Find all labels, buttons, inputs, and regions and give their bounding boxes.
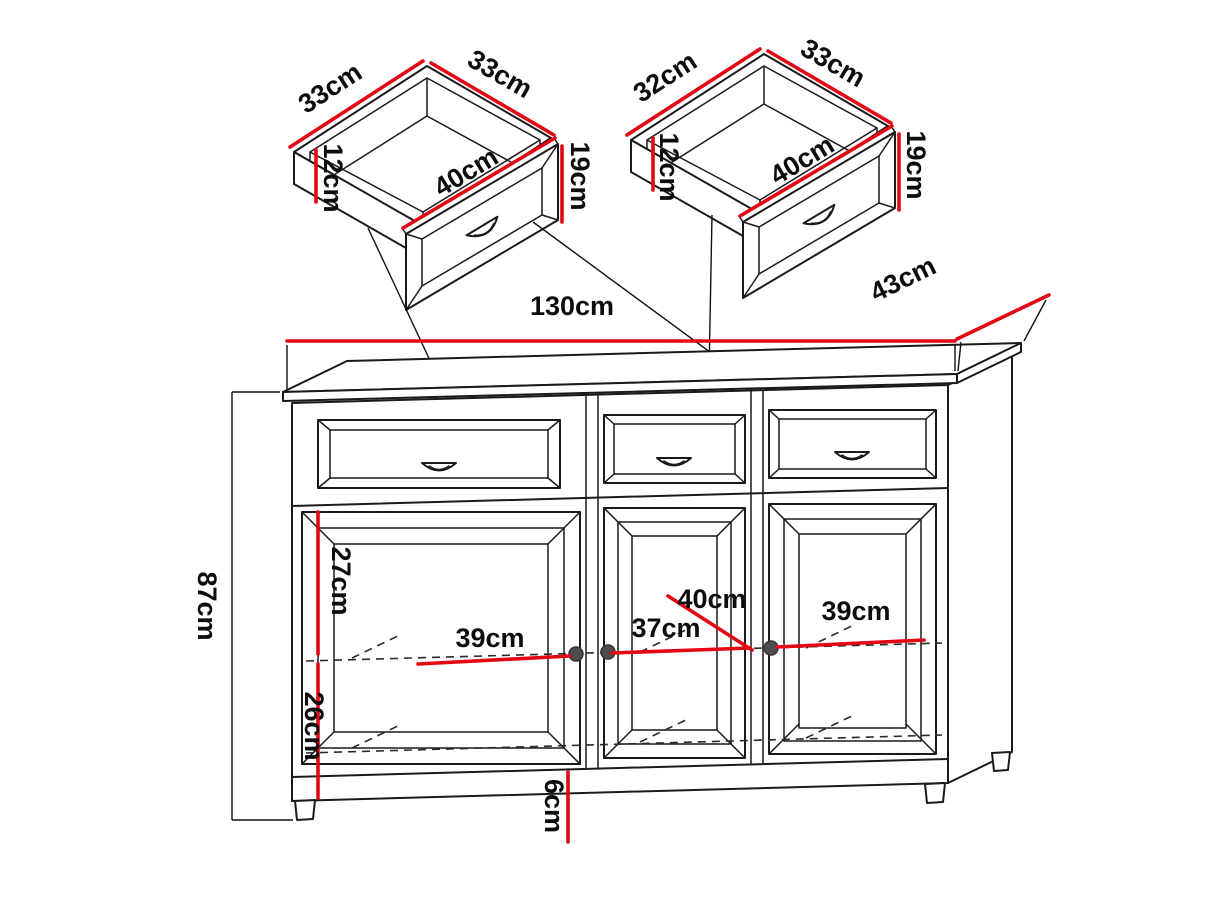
- cabinet-foot-back-right: [991, 751, 1011, 772]
- left-section-width-label: 39cm: [455, 623, 524, 653]
- drawer-front-middle: [603, 414, 746, 484]
- cabinet-top-right-edge: [956, 342, 1022, 384]
- drawer-left-side-left-label: 33cm: [293, 57, 367, 120]
- middle-section-width-label: 37cm: [631, 613, 700, 643]
- drawer-front-right: [768, 409, 937, 479]
- drawer-left-inner-height-label: 12cm: [318, 143, 348, 212]
- inner-depth-label: 40cm: [677, 584, 746, 614]
- middle-section-dimension-line: [610, 646, 752, 655]
- cup-handle-icon: [834, 451, 870, 461]
- cabinet-foot-front-left: [294, 799, 316, 821]
- cup-handle-icon: [656, 457, 692, 467]
- door-middle: [603, 507, 746, 759]
- drawer-door-separator: [291, 487, 949, 507]
- drawer-left-front-height-label: 19cm: [565, 141, 595, 210]
- plinth-height-label: 6cm: [539, 779, 569, 833]
- drawer-front-left: [317, 419, 561, 489]
- plinth-line: [291, 758, 949, 778]
- drawer-right-inner-height-label: 12cm: [654, 132, 684, 201]
- drawer-diagram-left: 33cm 33cm 12cm 40cm 19cm: [288, 44, 595, 312]
- vertical-dividers: [585, 389, 764, 770]
- cabinet-width-label: 130cm: [530, 291, 614, 321]
- right-section-dimension-line: [775, 638, 926, 649]
- drawer-diagram-right: 32cm 33cm 12cm 40cm 19cm: [625, 33, 931, 300]
- drawer-right-side-left-label: 32cm: [628, 46, 702, 109]
- door-right: [768, 503, 937, 755]
- lower-section-height-label: 26cm: [299, 691, 329, 760]
- upper-section-height-label: 27cm: [326, 546, 356, 615]
- cabinet-foot-front-right: [924, 782, 946, 804]
- door-left: [301, 511, 581, 765]
- drawer-right-front-height-label: 19cm: [901, 130, 931, 199]
- right-section-width-label: 39cm: [821, 596, 890, 626]
- cabinet-right-side: [947, 353, 1013, 784]
- interior-dashed-lines: [305, 623, 943, 754]
- cup-handle-icon: [421, 462, 457, 472]
- left-section-dimension-line: [416, 654, 572, 666]
- cabinet: [282, 342, 1022, 821]
- door-knob-left: [568, 646, 584, 662]
- depth-dimension-line: [955, 293, 1051, 341]
- cabinet-height-label: 87cm: [192, 571, 222, 640]
- cabinet-depth-label: 43cm: [865, 250, 940, 307]
- inner-depth-dimension-line: [666, 594, 754, 652]
